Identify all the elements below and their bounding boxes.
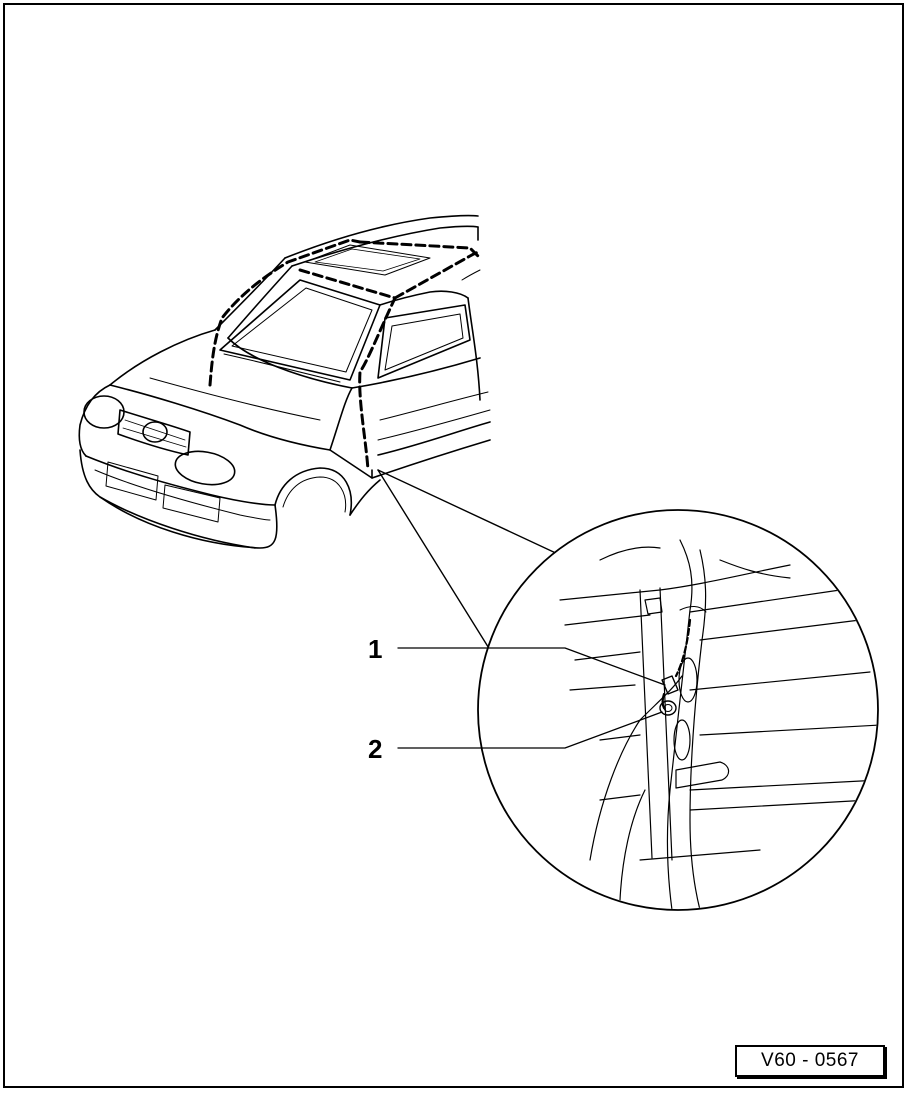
figure-reference-code: V60 - 0567: [735, 1045, 885, 1077]
detail-magnifier: [477, 509, 879, 911]
callout-label-1: 1: [368, 634, 383, 664]
callout-label-2: 2: [368, 734, 383, 764]
car-body-shell: [78, 214, 491, 549]
drain-hose-routing: [208, 238, 482, 472]
detail-leader-lines: [377, 469, 561, 659]
callout-lines: [397, 647, 666, 749]
